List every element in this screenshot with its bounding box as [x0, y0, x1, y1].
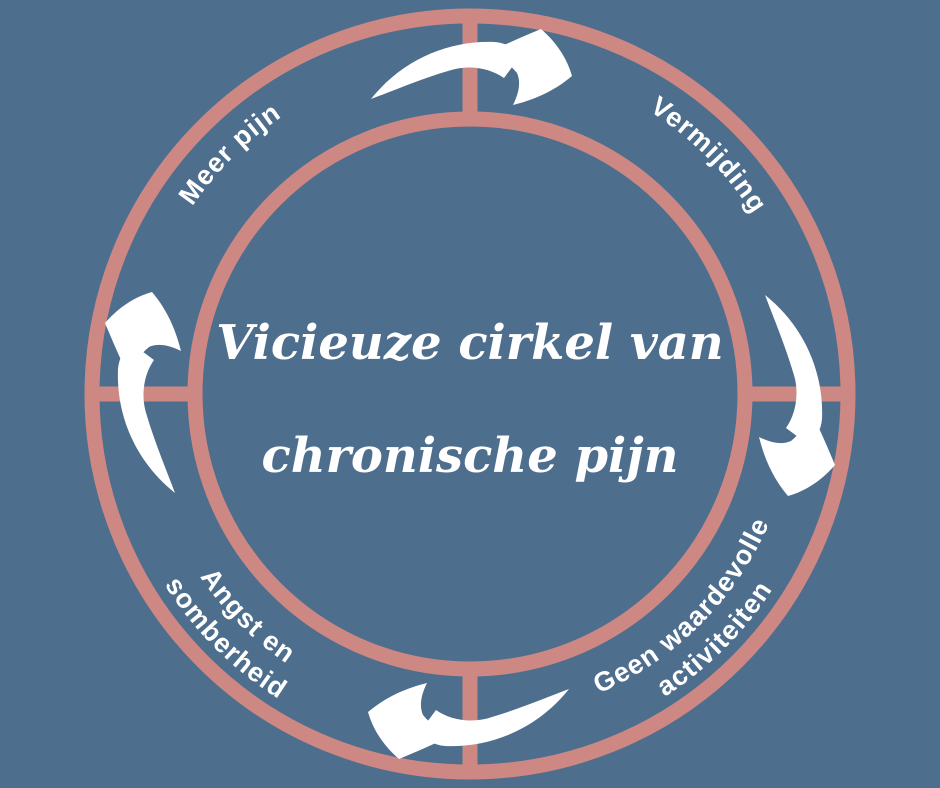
diagram-title-line2: chronische pijn [261, 428, 679, 484]
diagram-title-line1: Vicieuze cirkel van [216, 315, 724, 371]
diagram-title: Vicieuze cirkel van chronische pijn [190, 287, 750, 513]
stage-label-meer-pijn: Meer pijn [173, 97, 286, 210]
